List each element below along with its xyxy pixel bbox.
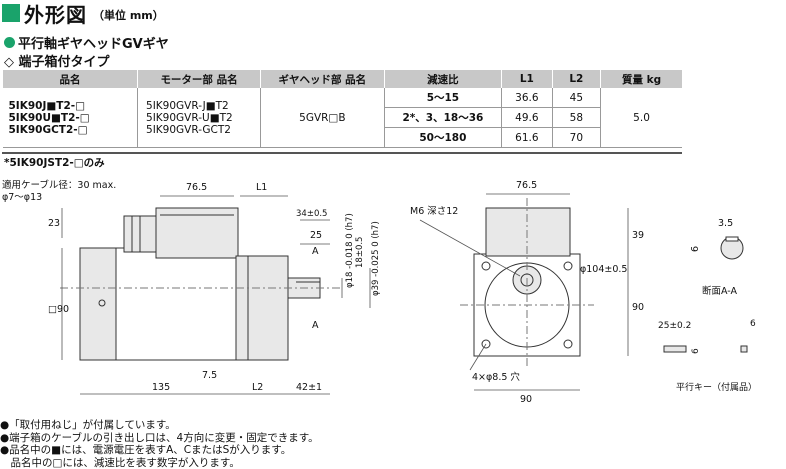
spec-table: 品名 モーター部 品名 ギヤヘッド部 品名 減速比 L1 L2 質量 kg 5I… [1,70,683,148]
gearhead-name: 5GVR□B [260,88,385,148]
note-line: ●端子箱のケーブルの引き出し口は、4方向に変更・固定できます。 [0,431,319,444]
table-footnote: *5IK90JST2-□のみ [4,157,105,169]
motor-housing [115,247,237,361]
dim-76-5: 76.5 [186,182,207,193]
mount-hole [481,261,491,271]
front-terminal-box [485,207,571,257]
dim-42: 42±1 [296,382,322,393]
dim-key-25: 25±0.2 [658,321,691,331]
mount-hole [481,339,491,349]
dim-25: 25 [310,230,322,241]
dim-90-bottom: 90 [520,394,532,405]
mass-cell: 5.0 [600,88,682,148]
dim-key-3-5: 3.5 [718,218,733,229]
keyway [725,236,739,242]
product-series: 平行軸ギヤヘッドGVギヤ [4,33,169,52]
note-line: ●「取付用ねじ」が付属しています。 [0,419,176,431]
product-name: 5IK90GCT2-□ [8,123,88,136]
dim-135: 135 [152,382,170,393]
key-view: 25±0.2 6 6 平行キー（付属品） [658,319,757,393]
section-header: 外形図 （単位 mm） [2,2,164,27]
screw-icon [98,299,106,307]
unit-label: （単位 mm） [93,9,164,22]
dim-l1: L1 [256,182,267,193]
cable-label: 適用ケーブル径：30 max. [2,179,116,191]
product-names-cell: 5IK90J■T2-□ 5IK90U■T2-□ 5IK90GCT2-□ [2,88,138,148]
key-end [740,345,748,353]
mount-hole [563,261,573,271]
note-line: ●品名中の■には、電源電圧を表すA、CまたはSが入ります。 [0,444,292,456]
dim-key-6b: 6 [750,319,756,329]
section-label: 断面A-A [702,285,738,297]
col-header: 質量 kg [600,70,682,88]
series-label: 平行軸ギヤヘッドGVギヤ [18,37,169,52]
dim-phi18: φ18 -0.018 0 (h7) [345,213,355,288]
notes: ●「取付用ねじ」が付属しています。 ●端子箱のケーブルの引き出し口は、4方向に変… [0,419,319,469]
note-line: 品名中の□には、減速比を表す数字が入ります。 [0,456,240,469]
cable-diameter: φ7～φ13 [2,192,42,203]
l1-cell: 61.6 [501,127,553,148]
motor-names-cell: 5IK90GVR-J■T2 5IK90GVR-U■T2 5IK90GVR-GCT… [137,88,261,148]
front-view: 76.5 M6 深さ12 φ104±0.5 39 90 4×φ8.5 穴 90 [410,180,644,405]
product-type: ◇ 端子箱付タイプ [4,55,110,70]
section-view: 3.5 6 断面A-A [690,218,744,297]
dim-key-6a: 6 [691,348,701,354]
page-title: 外形図 [24,2,87,27]
motor-body [79,247,117,361]
l1-cell: 49.6 [501,107,553,128]
product-name: 5IK90U■T2-□ [8,111,90,124]
mount-hole [563,339,573,349]
l2-cell: 45 [551,88,601,108]
hole-label: 4×φ8.5 穴 [472,371,520,383]
motor-name: 5IK90GVR-GCT2 [146,123,231,136]
dim-phi39: φ39 -0.025 0 (h7) [371,221,381,296]
l2-cell: 58 [551,107,601,128]
gearhead-body [235,255,289,361]
key-side [663,345,687,353]
ratio-cell: 5～15 [383,88,502,108]
dim-key-6: 6 [690,246,701,252]
l1-cell: 36.6 [501,88,553,108]
table-row: 2*、3、18～36 49.6 58 [3,107,683,128]
col-header: モーター部 品名 [137,70,261,88]
col-header: L2 [551,70,601,88]
table-header-row: 品名 モーター部 品名 ギヤヘッド部 品名 減速比 L1 L2 質量 kg [1,70,682,88]
dim-34: 34±0.5 [296,209,327,219]
col-header: ギヤヘッド部 品名 [260,70,385,88]
l2-cell: 70 [551,127,601,148]
dim-7-5: 7.5 [202,370,217,381]
motor-name: 5IK90GVR-J■T2 [146,99,229,112]
dim-90-right: 90 [632,302,644,313]
dim-l2: L2 [252,382,263,393]
table-row: 50～180 61.6 70 [3,127,683,148]
dimension-drawing: 適用ケーブル径：30 max. φ7～φ13 23 76.5 L1 34±0.5… [2,179,757,405]
col-header: 減速比 [383,70,502,88]
table-row: 5IK90J■T2-□ 5IK90U■T2-□ 5IK90GCT2-□ 5IK9… [2,88,682,148]
dim-square-90: □90 [48,304,69,315]
col-header: 品名 [1,70,138,88]
col-header: L1 [501,70,553,88]
dim-23: 23 [48,218,60,229]
section-marker-top: A [312,246,319,257]
product-name: 5IK90J■T2-□ [8,99,86,112]
dim-18: 18±0.5 [355,237,365,268]
side-view: 適用ケーブル径：30 max. φ7～φ13 23 76.5 L1 34±0.5… [2,179,381,395]
section-marker-bottom: A [312,320,319,331]
bullet-dot [4,37,15,48]
dim-39: 39 [632,230,644,241]
title-marker [2,4,20,22]
dim-front-76-5: 76.5 [516,180,537,191]
m6-label: M6 深さ12 [410,206,458,217]
table-bottom-rule [2,152,682,154]
key-label: 平行キー（付属品） [676,381,757,393]
ratio-cell: 50～180 [383,127,502,148]
dim-phi104: φ104±0.5 [580,264,627,275]
motor-name: 5IK90GVR-U■T2 [146,111,233,124]
ratio-cell: 2*、3、18～36 [383,107,502,128]
